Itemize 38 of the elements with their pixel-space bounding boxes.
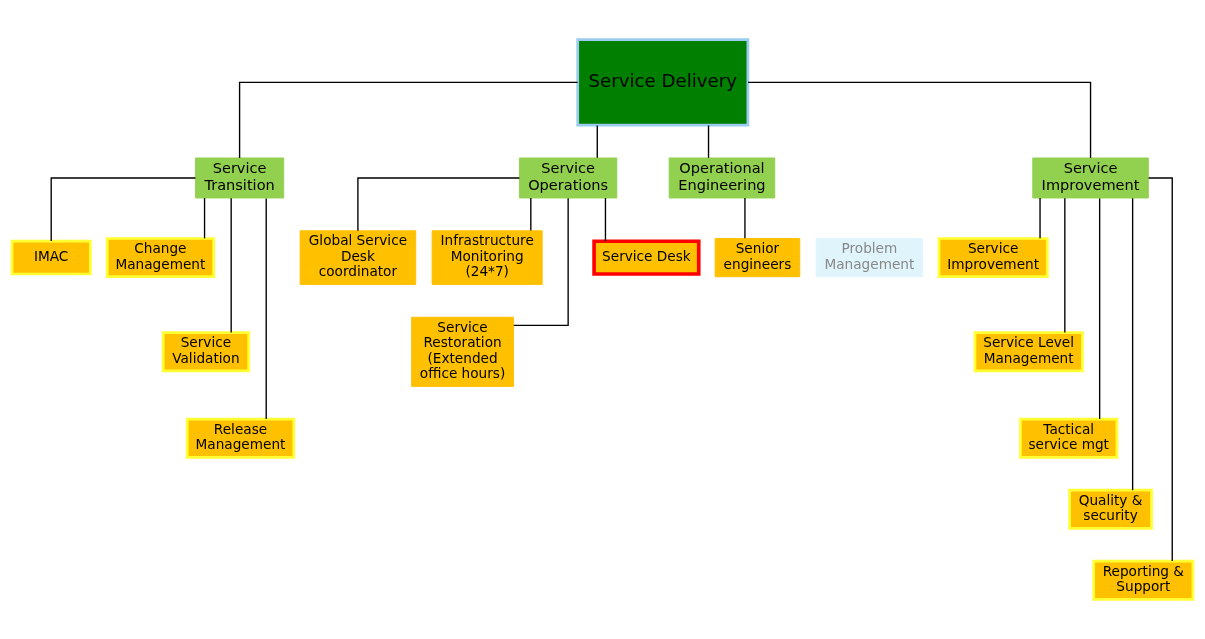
node-box: Service Operations	[519, 157, 618, 199]
node-box: Reporting & Support	[1092, 559, 1195, 601]
connector	[1098, 197, 1101, 420]
connector	[357, 177, 521, 232]
connector	[604, 197, 607, 242]
connector	[1147, 177, 1173, 562]
connector	[50, 177, 197, 242]
node-box: Service Improvement	[1032, 157, 1149, 199]
connector	[530, 197, 532, 232]
node-box: Service Delivery	[576, 38, 750, 127]
connector	[707, 124, 710, 159]
connector	[230, 197, 232, 334]
node-box: Quality & security	[1068, 488, 1153, 530]
node-box: Change Management	[105, 237, 215, 279]
node-box: Operational Engineering	[668, 157, 776, 199]
node-box: Service Validation	[161, 331, 251, 373]
connector	[747, 81, 1092, 159]
node-box: Release Management	[185, 417, 296, 459]
connector	[596, 124, 598, 159]
node-box: Tactical service mgt	[1019, 417, 1119, 459]
connector	[1064, 197, 1066, 334]
connector	[1131, 197, 1134, 491]
connector	[203, 197, 206, 240]
node-box: Infrastructure Monitoring (24*7)	[431, 230, 543, 285]
connector	[1039, 197, 1041, 240]
node-box: Service Desk	[592, 239, 701, 276]
node-box: Senior engineers	[714, 238, 801, 278]
connector	[238, 81, 579, 159]
node-box: Service Level Management	[973, 331, 1084, 373]
node-box: Service Restoration (Extended office hours)	[411, 316, 514, 387]
connector	[265, 197, 267, 420]
node-box: Service Transition	[195, 157, 285, 199]
node-box: IMAC	[10, 239, 92, 276]
node-box: Global Service Desk coordinator	[299, 230, 417, 285]
connector	[513, 197, 569, 327]
node-box: Service Improvement	[937, 237, 1049, 279]
node-box: Problem Management	[815, 238, 924, 278]
connector	[744, 197, 746, 240]
